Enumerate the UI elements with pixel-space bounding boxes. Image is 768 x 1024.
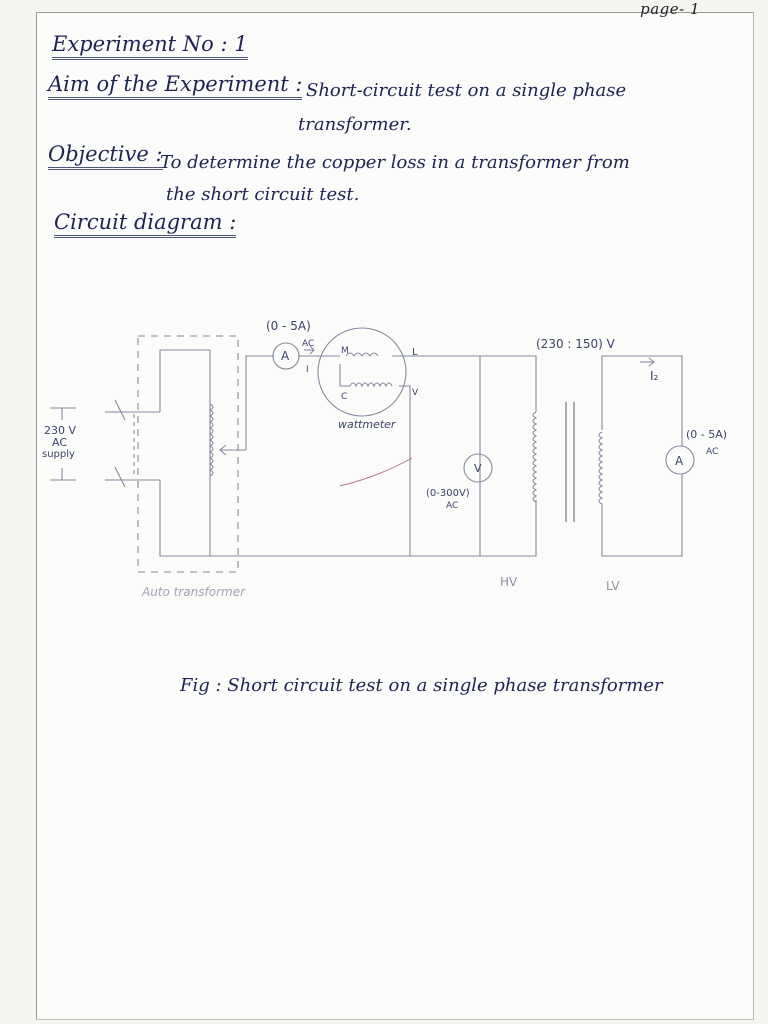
wattmeter-circle (317, 327, 407, 417)
page-number: page- 1 (640, 0, 700, 18)
aim-label: Aim of the Experiment : (48, 72, 303, 100)
voltmeter-circle (463, 453, 493, 483)
secondary-current-label: I₂ (650, 369, 659, 383)
auto-transformer-label: Auto transformer (141, 585, 246, 599)
auto-transformer-box (137, 335, 239, 573)
circuit-diagram-heading: Circuit diagram : (54, 210, 237, 238)
lv-winding (598, 431, 604, 505)
primary-ammeter-symbol: A (281, 349, 290, 363)
primary-ammeter-ac: AC (302, 339, 314, 349)
voltmeter-ac: AC (446, 501, 458, 511)
supply-label-voltage: 230 V (44, 424, 76, 437)
aim-text-line-2: transformer. (298, 114, 412, 135)
voltmeter-symbol: V (474, 462, 482, 475)
aim-text-line-1: Short-circuit test on a single phase (306, 80, 627, 101)
hv-label: HV (500, 575, 518, 589)
wattmeter-terminal-i: I (306, 365, 309, 375)
hv-winding (532, 411, 538, 503)
secondary-ammeter-range: (0 - 5A) (686, 428, 727, 441)
primary-ammeter-circle (272, 342, 300, 370)
secondary-ammeter-circle (665, 445, 695, 475)
objective-text-line-1: To determine the copper loss in a transf… (160, 152, 630, 173)
supply-label-ac: AC (52, 436, 67, 449)
wattmeter-label: wattmeter (338, 418, 397, 431)
secondary-ammeter-ac: AC (706, 447, 718, 457)
experiment-title: Experiment No : 1 (52, 32, 248, 60)
lv-label: LV (606, 579, 620, 593)
auto-transformer-coil (208, 403, 214, 477)
wattmeter-terminal-v: V (412, 388, 419, 398)
figure-caption: Fig : Short circuit test on a single pha… (180, 675, 663, 696)
secondary-ammeter-symbol: A (675, 454, 684, 468)
primary-ammeter-range: (0 - 5A) (266, 319, 311, 333)
notebook-page (36, 12, 754, 1020)
wattmeter-terminal-l: L (412, 347, 418, 358)
wattmeter-terminal-c: C (341, 392, 347, 402)
transformer-ratio: (230 : 150) V (536, 337, 616, 351)
auto-transformer-frame (159, 349, 211, 557)
voltmeter-range: (0-300V) (426, 488, 470, 499)
wattmeter-terminal-m: M (341, 346, 349, 356)
objective-text-line-2: the short circuit test. (166, 184, 360, 205)
objective-label: Objective : (48, 142, 163, 170)
supply-label-supply: supply (42, 449, 75, 460)
